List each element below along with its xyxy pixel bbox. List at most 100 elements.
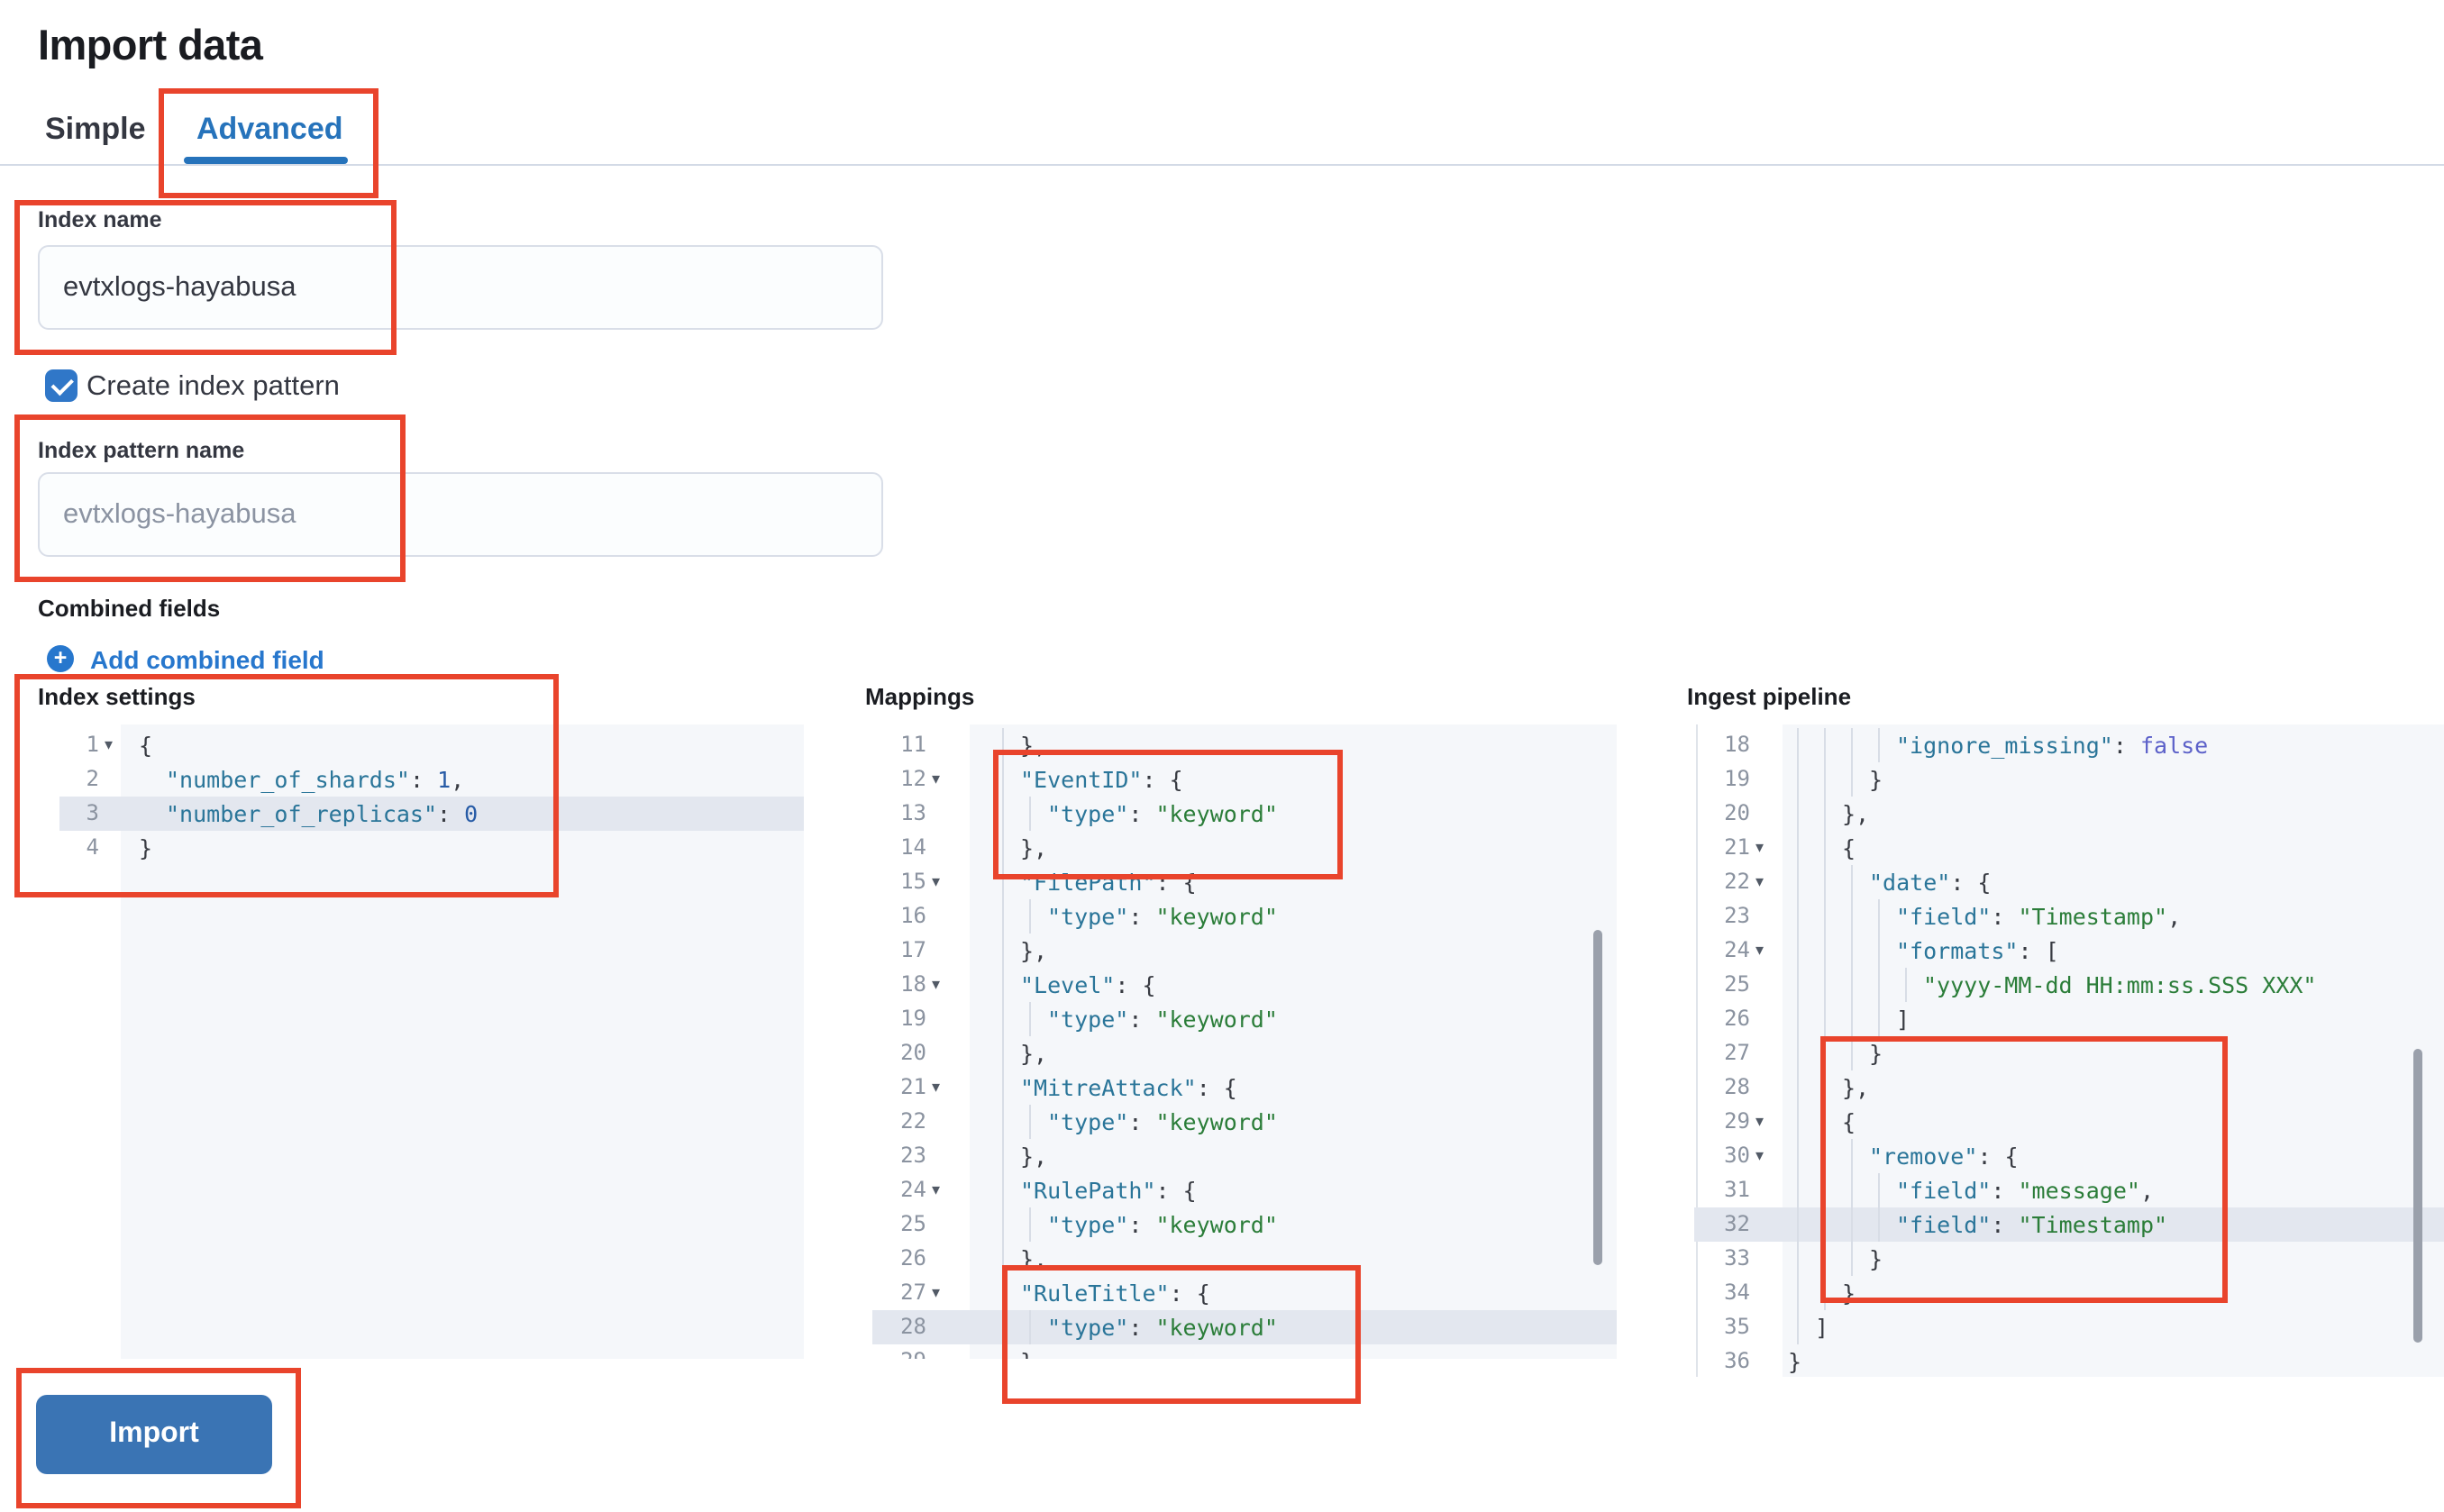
indent-guide bbox=[1028, 1105, 1030, 1139]
indent-guide bbox=[1001, 797, 1003, 831]
indent-guide bbox=[1796, 1139, 1798, 1173]
line-number: 28 bbox=[900, 1314, 926, 1339]
code-line: }, bbox=[1842, 1074, 1870, 1101]
editor-scrollbar[interactable] bbox=[1592, 930, 1602, 1265]
editor-scrollbar[interactable] bbox=[2412, 1049, 2422, 1343]
indent-guide bbox=[1001, 1036, 1003, 1070]
indent-guide bbox=[1796, 1105, 1798, 1139]
indent-guide bbox=[1850, 899, 1852, 934]
add-combined-field-link[interactable]: +Add combined field bbox=[47, 643, 324, 676]
code-line: "number_of_shards": 1, bbox=[166, 766, 465, 793]
indent-guide bbox=[1796, 831, 1798, 865]
code-line: "EventID": { bbox=[1020, 766, 1183, 793]
code-line: } bbox=[139, 834, 153, 861]
fold-caret-icon: ▾ bbox=[105, 735, 114, 753]
combined-fields-label: Combined fields bbox=[38, 595, 221, 622]
code-line: }, bbox=[1020, 1143, 1048, 1170]
index-pattern-name-label: Index pattern name bbox=[38, 438, 245, 463]
indent-guide bbox=[1850, 1242, 1852, 1276]
code-line: } bbox=[1842, 1280, 1856, 1307]
indent-guide bbox=[1877, 899, 1879, 934]
indent-guide bbox=[1001, 1310, 1003, 1344]
fold-caret-icon: ▾ bbox=[932, 872, 941, 890]
code-line: "type": "keyword" bbox=[1047, 1314, 1278, 1341]
indent-guide bbox=[1823, 1036, 1825, 1070]
code-line: "RuleTitle": { bbox=[1020, 1280, 1210, 1307]
tab-simple[interactable]: Simple bbox=[45, 112, 146, 146]
line-number: 28 bbox=[1724, 1074, 1750, 1099]
indent-guide bbox=[1850, 865, 1852, 899]
indent-guide bbox=[1796, 1242, 1798, 1276]
line-number: 24 bbox=[900, 1177, 926, 1202]
indent-guide bbox=[1850, 728, 1852, 762]
code-line: }, bbox=[1020, 1344, 1047, 1359]
indent-guide bbox=[1823, 1173, 1825, 1207]
indent-guide bbox=[1796, 1002, 1798, 1036]
line-number: 3 bbox=[86, 800, 99, 825]
tabs-divider bbox=[0, 163, 2444, 165]
code-line: "field": "Timestamp", bbox=[1896, 903, 2182, 930]
code-line: { bbox=[139, 732, 153, 759]
line-number: 31 bbox=[1724, 1177, 1750, 1202]
tab-advanced-underline bbox=[184, 157, 348, 163]
code-line: ] bbox=[1896, 1006, 1911, 1033]
indent-guide bbox=[1823, 762, 1825, 797]
plus-circle-icon: + bbox=[47, 645, 74, 673]
index-settings-editor[interactable]: 1▾{2"number_of_shards": 1,3"number_of_re… bbox=[59, 724, 804, 1359]
line-number: 36 bbox=[1724, 1348, 1750, 1373]
code-line: "date": { bbox=[1869, 869, 1992, 896]
indent-guide bbox=[1796, 1276, 1798, 1310]
code-line: "FilePath": { bbox=[1020, 869, 1197, 896]
indent-guide bbox=[1850, 934, 1852, 968]
create-index-pattern-checkbox[interactable] bbox=[45, 369, 78, 402]
line-number: 30 bbox=[1724, 1143, 1750, 1168]
line-number: 34 bbox=[1724, 1280, 1750, 1305]
line-number: 25 bbox=[900, 1211, 926, 1236]
indent-guide bbox=[1850, 1036, 1852, 1070]
indent-guide bbox=[1001, 899, 1003, 934]
indent-guide bbox=[1796, 865, 1798, 899]
create-index-pattern-label: Create index pattern bbox=[87, 371, 340, 402]
indent-guide bbox=[1823, 865, 1825, 899]
index-name-label: Index name bbox=[38, 207, 162, 232]
line-number: 20 bbox=[1724, 800, 1750, 825]
code-line: "number_of_replicas": 0 bbox=[166, 800, 479, 827]
line-number: 11 bbox=[900, 732, 926, 757]
code-line: "remove": { bbox=[1869, 1143, 2019, 1170]
code-line: ] bbox=[1815, 1314, 1829, 1341]
code-line: "type": "keyword" bbox=[1047, 903, 1278, 930]
indent-guide bbox=[1823, 1242, 1825, 1276]
code-line: }, bbox=[1020, 1245, 1048, 1272]
line-number: 26 bbox=[900, 1245, 926, 1271]
line-number: 19 bbox=[1724, 766, 1750, 791]
index-name-input[interactable] bbox=[38, 245, 883, 330]
code-line: "type": "keyword" bbox=[1047, 1108, 1278, 1135]
indent-guide bbox=[1001, 1276, 1003, 1310]
indent-guide bbox=[1796, 1070, 1798, 1105]
indent-guide bbox=[1001, 1173, 1003, 1207]
line-number: 2 bbox=[86, 766, 99, 791]
indent-guide bbox=[1823, 1105, 1825, 1139]
fold-caret-icon: ▾ bbox=[932, 975, 941, 993]
indent-guide bbox=[1028, 1310, 1030, 1344]
mappings-editor[interactable]: 11},12▾"EventID": {13"type": "keyword"14… bbox=[872, 724, 1617, 1359]
indent-guide bbox=[1850, 1139, 1852, 1173]
tab-advanced[interactable]: Advanced bbox=[196, 112, 343, 146]
indent-guide bbox=[1796, 1310, 1798, 1344]
line-number: 27 bbox=[1724, 1040, 1750, 1065]
code-line: "formats": [ bbox=[1896, 937, 2059, 964]
indent-guide bbox=[1796, 934, 1798, 968]
line-number: 17 bbox=[900, 937, 926, 962]
indent-guide bbox=[1850, 1173, 1852, 1207]
indent-guide bbox=[1796, 968, 1798, 1002]
editor-left-border bbox=[1696, 724, 1698, 1377]
import-button[interactable]: Import bbox=[36, 1395, 272, 1474]
indent-guide bbox=[1850, 1207, 1852, 1242]
code-line: }, bbox=[1020, 732, 1048, 759]
line-number: 23 bbox=[1724, 903, 1750, 928]
indent-guide bbox=[1028, 899, 1030, 934]
indent-guide bbox=[1796, 1173, 1798, 1207]
fold-caret-icon: ▾ bbox=[932, 1180, 941, 1198]
index-pattern-name-input[interactable] bbox=[38, 472, 883, 557]
